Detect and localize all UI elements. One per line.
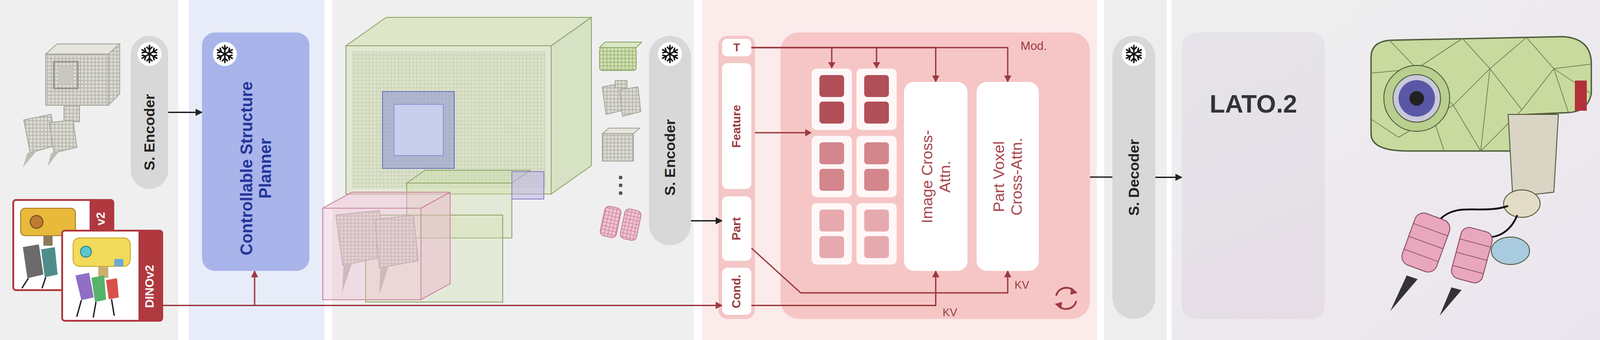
node-text: T bbox=[722, 41, 752, 54]
connector bbox=[168, 111, 202, 113]
node-text: Part Voxel Cross-Attn. bbox=[989, 123, 1026, 229]
encoder-pill: S. Encoder bbox=[130, 35, 169, 189]
edge-label: KV bbox=[941, 306, 959, 319]
encoder-pill: S. Encoder bbox=[648, 35, 692, 245]
node-text: v2 bbox=[94, 211, 108, 225]
attention-box: Part Voxel Cross-Attn. bbox=[976, 81, 1039, 271]
edge-label: KV bbox=[1013, 278, 1031, 291]
token-slot: Cond. bbox=[722, 267, 752, 315]
connector bbox=[163, 270, 255, 305]
connector bbox=[1155, 176, 1182, 178]
node-text: Part bbox=[729, 216, 744, 240]
snowflake-icon bbox=[1121, 42, 1146, 66]
node-text: S. Decoder bbox=[1125, 138, 1143, 216]
node-text: Controllable Structure Planner bbox=[236, 76, 275, 260]
panel bbox=[701, 0, 1097, 340]
decoder-pill: S. Decoder bbox=[1112, 35, 1156, 319]
token-slot: Feature bbox=[722, 63, 752, 189]
cycle-icon bbox=[1054, 287, 1078, 309]
snowflake-icon bbox=[658, 42, 682, 66]
connector bbox=[751, 270, 936, 305]
token-slot: T bbox=[722, 38, 752, 57]
attention-box: Image Cross-Attn. bbox=[903, 81, 968, 271]
token-arrowheads bbox=[805, 62, 881, 137]
panel bbox=[188, 0, 325, 340]
connector bbox=[751, 47, 1008, 82]
snowflake-icon bbox=[137, 42, 162, 66]
token-slot: Part bbox=[722, 196, 752, 261]
output-box: LATO.2 bbox=[1181, 32, 1325, 319]
node-text: Feature bbox=[729, 104, 744, 148]
part-thumbnails bbox=[599, 42, 643, 241]
node-text: S. Encoder bbox=[141, 93, 159, 171]
node-text: Image Cross-Attn. bbox=[917, 123, 954, 229]
panel bbox=[0, 0, 179, 340]
output-mesh bbox=[1371, 36, 1592, 316]
planner-box: Controllable Structure Planner bbox=[201, 32, 310, 271]
card-tab: DINOv2 bbox=[138, 231, 162, 320]
snowflake-icon bbox=[212, 42, 237, 66]
node-text: LATO.2 bbox=[1181, 89, 1325, 119]
connector bbox=[163, 304, 723, 306]
node-text: Cond. bbox=[729, 274, 744, 309]
connector bbox=[751, 247, 1008, 293]
token-columns bbox=[811, 68, 897, 265]
structure-boxes bbox=[322, 17, 592, 302]
connector bbox=[691, 219, 723, 222]
input-column bbox=[718, 35, 755, 319]
connector bbox=[751, 47, 936, 82]
voxel-robot bbox=[22, 43, 120, 168]
node-text: S. Encoder bbox=[661, 118, 679, 196]
panel bbox=[1171, 0, 1600, 340]
node-text: DINOv2 bbox=[143, 264, 157, 308]
annotation-label: Mod. bbox=[1019, 39, 1049, 53]
panel bbox=[1104, 0, 1167, 340]
